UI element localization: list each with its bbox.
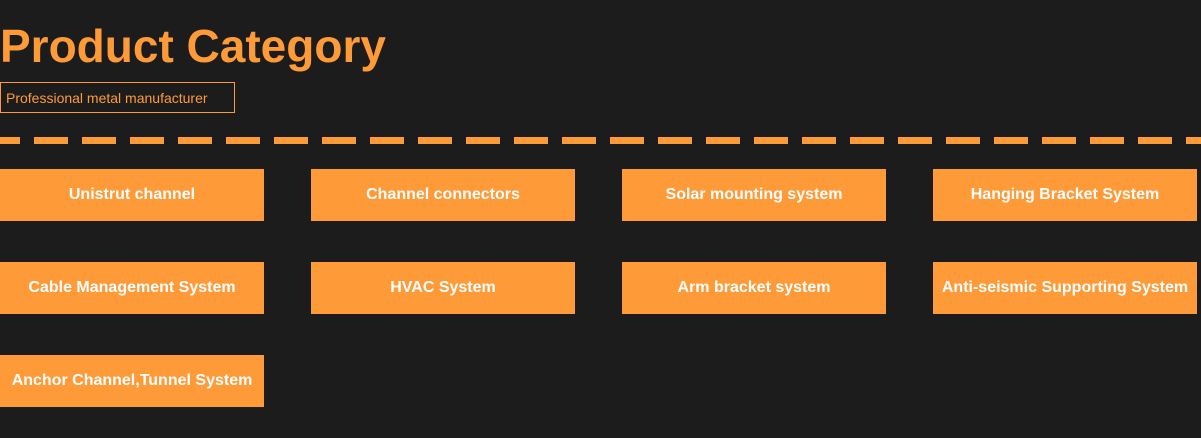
category-button-cable-management-system[interactable]: Cable Management System [0, 262, 264, 314]
page-title: Product Category [0, 20, 386, 72]
category-button-anti-seismic-supporting-system[interactable]: Anti-seismic Supporting System [933, 262, 1197, 314]
category-button-arm-bracket-system[interactable]: Arm bracket system [622, 262, 886, 314]
category-grid: Unistrut channel Channel connectors Sola… [0, 169, 1201, 407]
subtitle-tag: Professional metal manufacturer [0, 82, 235, 113]
category-button-unistrut-channel[interactable]: Unistrut channel [0, 169, 264, 221]
category-button-hanging-bracket-system[interactable]: Hanging Bracket System [933, 169, 1197, 221]
category-button-anchor-channel-tunnel-system[interactable]: Anchor Channel,Tunnel System [0, 355, 264, 407]
category-button-solar-mounting-system[interactable]: Solar mounting system [622, 169, 886, 221]
dashed-divider [0, 137, 1201, 144]
category-button-hvac-system[interactable]: HVAC System [311, 262, 575, 314]
category-button-channel-connectors[interactable]: Channel connectors [311, 169, 575, 221]
